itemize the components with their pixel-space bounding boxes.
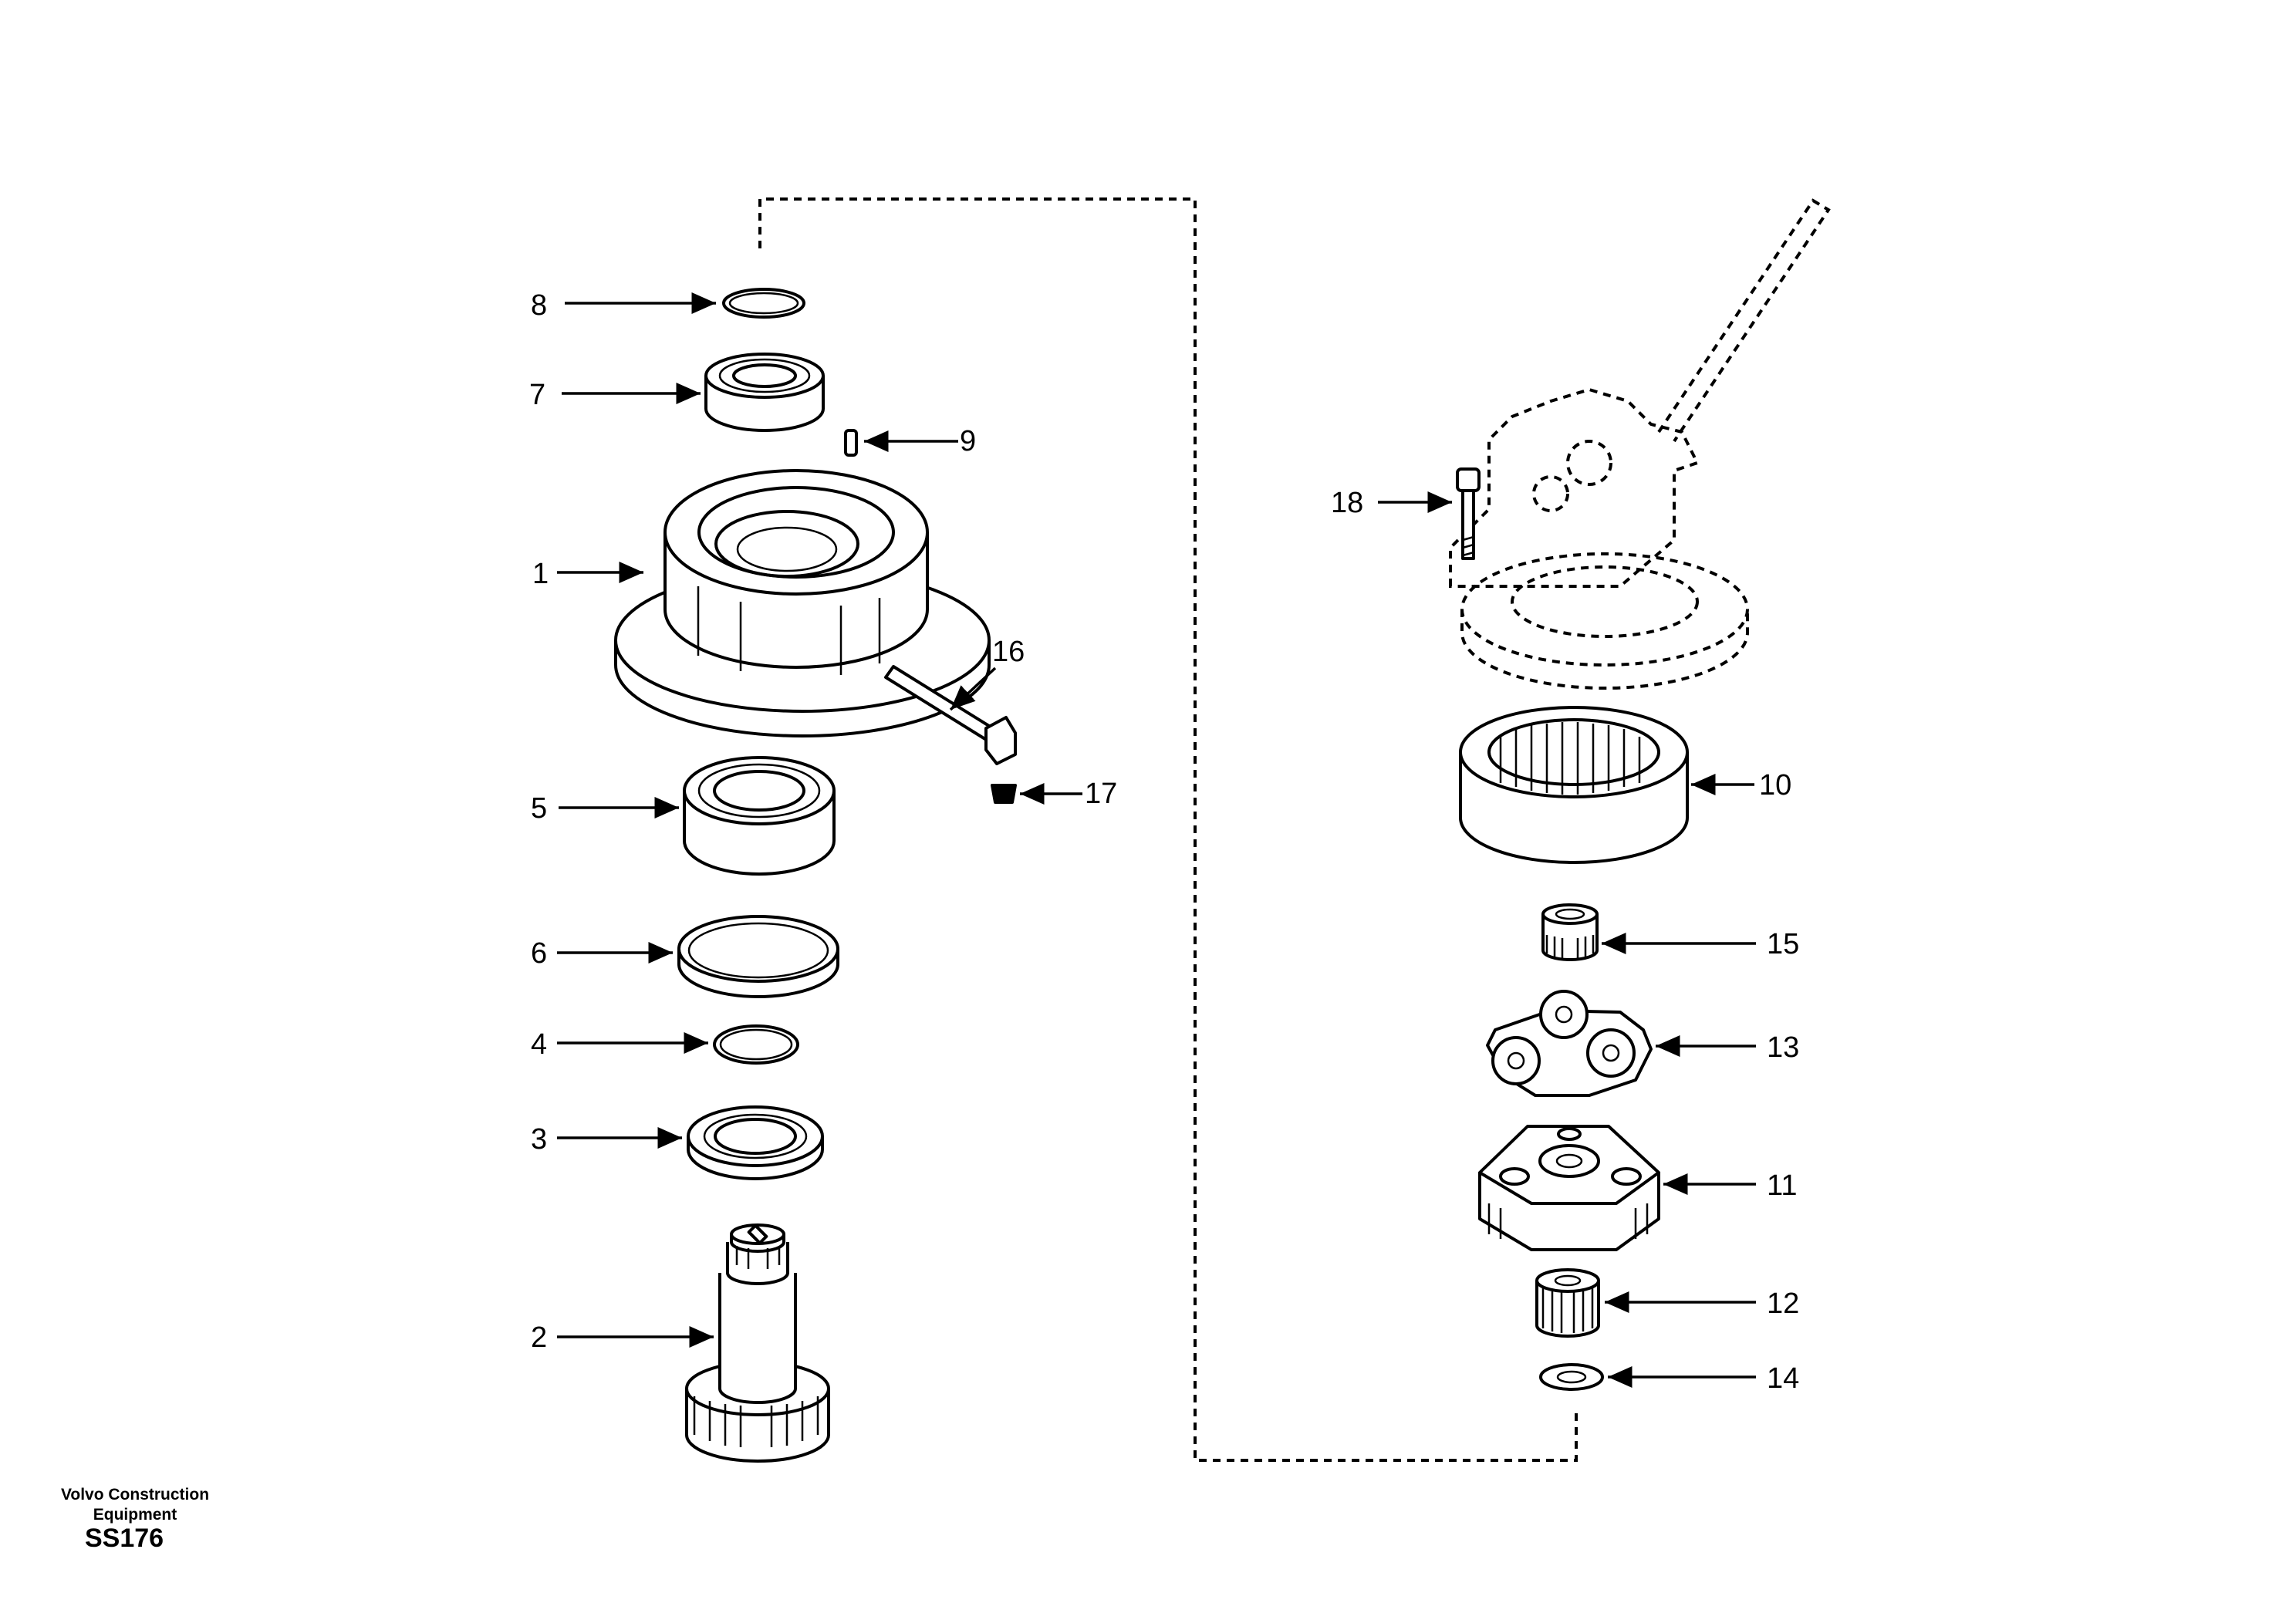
callout-1: 1 (532, 558, 549, 590)
swing-motor-dashed (1449, 198, 1831, 690)
callout-9: 9 (960, 425, 976, 457)
part-2-pinion-shaft (685, 1223, 830, 1463)
callout-12: 12 (1767, 1288, 1799, 1320)
callout-5: 5 (531, 792, 547, 825)
part-17-plug (991, 784, 1017, 804)
callout-4: 4 (531, 1028, 547, 1061)
leader-16 (949, 667, 997, 711)
part-5-bearing (683, 756, 836, 876)
part-16-bolt (884, 665, 1017, 765)
part-8-snap-ring (722, 288, 805, 319)
callout-13: 13 (1767, 1031, 1799, 1064)
part-14-washer (1539, 1363, 1604, 1391)
part-9-pin (844, 429, 858, 457)
part-12-gear (1535, 1268, 1600, 1338)
callout-16: 16 (992, 636, 1025, 668)
assembly-dashed-line (758, 197, 1578, 1462)
callout-6: 6 (531, 937, 547, 970)
callout-14: 14 (1767, 1362, 1799, 1395)
part-1-housing (614, 469, 991, 737)
callout-17: 17 (1085, 778, 1117, 810)
leader-lines (557, 292, 1756, 1388)
part-18-bolt (1456, 467, 1481, 560)
callout-18: 18 (1331, 487, 1363, 519)
callout-7: 7 (529, 379, 545, 411)
company-name: Volvo Construction Equipment (60, 1486, 210, 1524)
part-4-o-ring (713, 1024, 799, 1065)
part-7-bearing (704, 353, 825, 432)
part-15-sun-gear (1541, 903, 1599, 961)
callout-labels: 8 7 9 1 16 17 5 6 4 3 2 18 10 15 13 11 1… (529, 289, 1799, 1395)
callout-3: 3 (531, 1123, 547, 1156)
part-3-seal (687, 1105, 824, 1180)
callout-10: 10 (1759, 769, 1791, 802)
callout-2: 2 (531, 1321, 547, 1354)
part-13-planetary-carrier (1486, 990, 1653, 1097)
callout-15: 15 (1767, 928, 1799, 960)
part-11-carrier (1478, 1125, 1660, 1251)
callout-8: 8 (531, 289, 547, 322)
part-6-ring (677, 915, 839, 998)
callout-11: 11 (1767, 1169, 1797, 1202)
part-10-ring-gear (1459, 706, 1689, 864)
drawing-code: SS176 (85, 1524, 164, 1553)
